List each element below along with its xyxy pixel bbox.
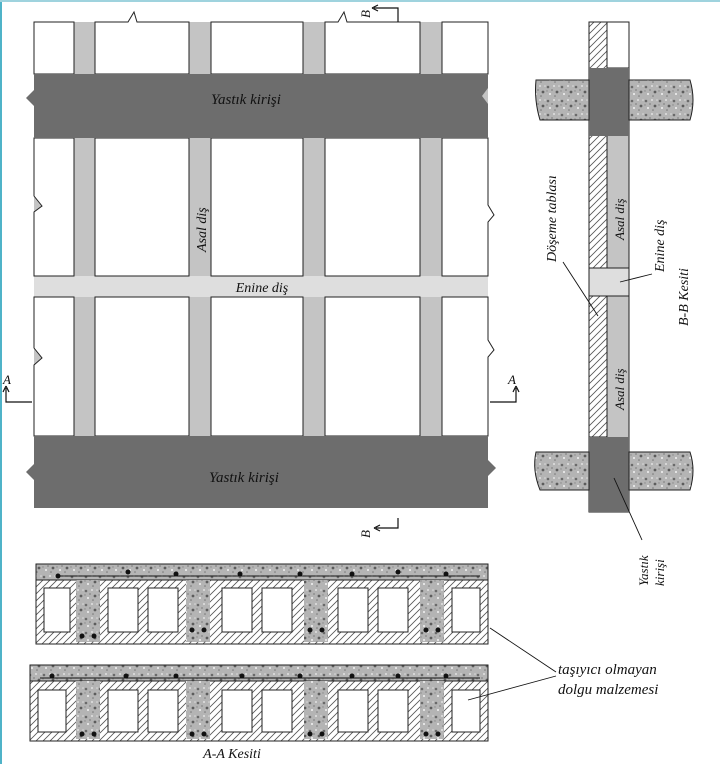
bb-slab-label: Döşeme tablası <box>545 175 560 263</box>
bb-support-top-right <box>628 79 694 121</box>
plan-panels-top <box>33 10 489 75</box>
bb-section-title: B-B Kesiti <box>677 268 692 326</box>
bb-support-bottom-left <box>534 451 590 491</box>
plan-view: Yastık kirişi Yastık kirişi Asal diş Eni… <box>2 4 520 538</box>
bb-rib-label-1: Asal diş <box>612 198 627 241</box>
aa-lower-section <box>29 664 489 742</box>
aa-upper-section <box>35 563 489 645</box>
bb-slab-leader <box>562 261 599 317</box>
bb-beam-top <box>589 68 629 136</box>
aa-section-title: A-A Kesiti <box>202 747 261 762</box>
aa-filler-label-1: taşıyıcı olmayan <box>558 662 657 678</box>
section-b-bottom-label: B <box>358 530 373 538</box>
section-b-top-label: B <box>358 10 373 18</box>
section-a-right-marker <box>490 385 520 403</box>
section-a-left-marker <box>2 385 32 403</box>
bb-beam-leader <box>613 477 643 541</box>
bb-beam-label-1: Yastık <box>636 555 651 586</box>
section-b-top-marker <box>371 4 399 22</box>
bb-support-bottom-right <box>628 451 694 491</box>
aa-filler-label-2: dolgu malzemesi <box>558 682 658 698</box>
plan-cross-rib-label: Enine diş <box>235 281 289 296</box>
section-b-bottom-marker <box>373 518 399 532</box>
plan-beam-bottom-label: Yastık kirişi <box>209 470 279 486</box>
section-bb: Asal diş Asal diş Döşeme tablası Enine d… <box>534 21 694 586</box>
plan-beam-top <box>26 74 488 138</box>
plan-main-rib-label: Asal diş <box>195 207 210 253</box>
section-aa: taşıyıcı olmayan dolgu malzemesi A-A Kes… <box>29 563 658 762</box>
section-a-left-label: A <box>2 372 11 387</box>
bb-support-top-left <box>535 79 590 121</box>
bb-beam-bottom <box>589 437 629 512</box>
plan-panels-middle-upper <box>33 137 495 277</box>
frame-edge-left <box>0 0 2 764</box>
frame-edge-top <box>0 0 720 2</box>
bb-cross-rib-label: Enine diş <box>653 219 668 273</box>
plan-beam-bottom <box>26 436 496 508</box>
bb-beam-label-2: kirişi <box>652 559 667 586</box>
plan-panels-middle-lower <box>33 296 495 437</box>
bb-cross-rib-leader <box>619 273 653 283</box>
plan-beam-top-label: Yastık kirişi <box>211 92 281 108</box>
plan-cross-rib <box>34 276 488 297</box>
bb-cross-rib <box>588 267 630 297</box>
bb-rib-label-2: Asal diş <box>612 368 627 411</box>
section-a-right-label: A <box>507 372 516 387</box>
aa-filler-leaders <box>467 627 557 701</box>
